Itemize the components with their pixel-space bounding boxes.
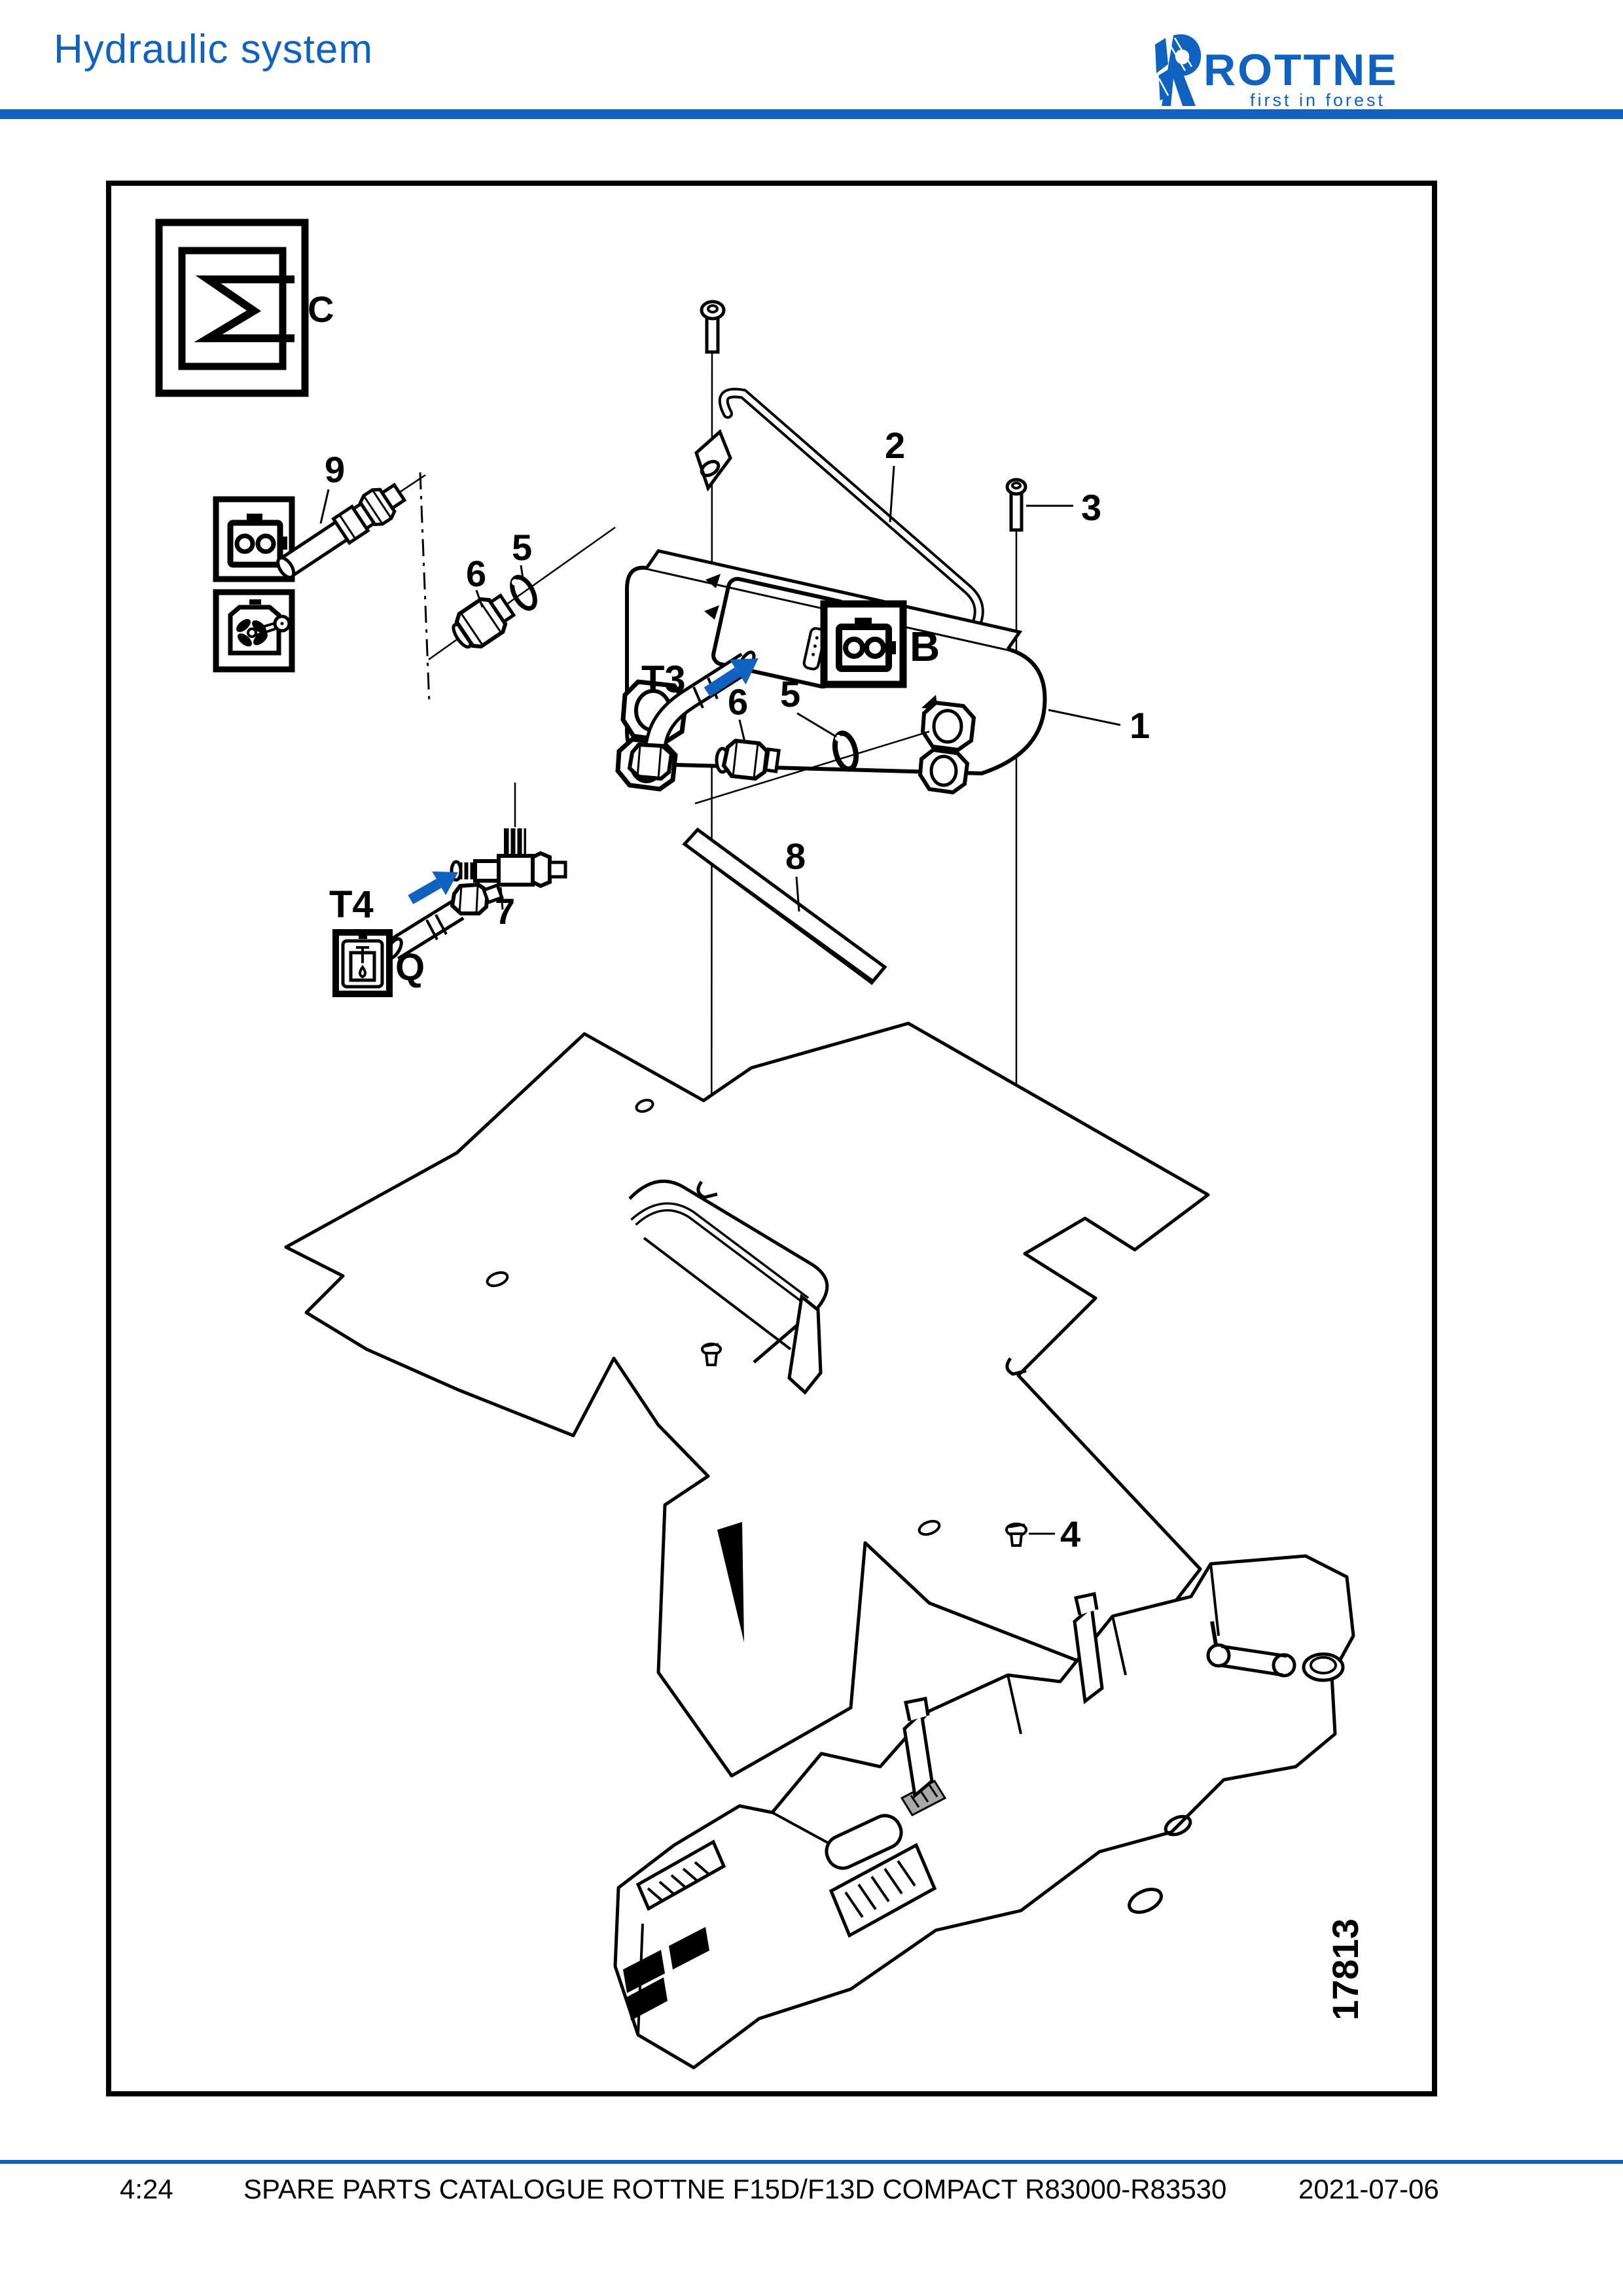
- rottne-logo-tagline: first in forest: [1249, 90, 1385, 110]
- footer-date: 2021-07-06: [1298, 2174, 1439, 2204]
- part-8-seal-strip: [682, 827, 887, 985]
- part-7-elbow-fitting: [450, 828, 567, 889]
- callout-3: 3: [1081, 487, 1101, 528]
- chassis-assembly: [613, 1522, 1355, 2070]
- part-5-snap-ring-lower: [832, 730, 859, 772]
- callout-Q: Q: [395, 946, 425, 989]
- callout-C: C: [308, 289, 334, 330]
- callout-8: 8: [785, 836, 806, 877]
- callout-T3: T3: [641, 658, 686, 701]
- blue-direction-arrow-icon-t4: [408, 871, 459, 904]
- radiator-fan-icon: [213, 589, 295, 673]
- leader-1: [1048, 709, 1121, 726]
- part-6-fitting-upper: [452, 593, 516, 649]
- footer-divider-line: [0, 2160, 1623, 2164]
- callout-T4: T4: [329, 883, 374, 926]
- rottne-logo-emblem-icon: [1155, 34, 1202, 107]
- floor-plate: [284, 1021, 1210, 1778]
- plate-clip-left: [696, 1180, 718, 1199]
- callout-2: 2: [885, 425, 905, 466]
- part-4-screw: [1005, 1523, 1027, 1547]
- leader-5-upper: [520, 565, 524, 579]
- push-pin-screw-left: [701, 1343, 722, 1366]
- leader-5-lower: [796, 712, 837, 738]
- strap-mounting-bolt: [700, 300, 726, 354]
- callout-5-lower: 5: [780, 673, 800, 715]
- footer-page-number: 4:24: [120, 2174, 173, 2204]
- connector-plug-icon: [213, 496, 295, 582]
- callout-6-upper: 6: [466, 553, 486, 594]
- header-divider-bar: [0, 109, 1623, 119]
- part-3-bolt: [1005, 478, 1027, 532]
- part-6-fitting-lower: [715, 738, 781, 781]
- oil-level-icon: [332, 929, 393, 997]
- callout-5-upper: 5: [512, 527, 532, 568]
- callout-1: 1: [1130, 705, 1150, 746]
- projection-dash-line: [419, 472, 431, 705]
- t4-hose: [385, 882, 504, 961]
- leader-8: [795, 876, 800, 912]
- leader-6-upper: [475, 590, 484, 608]
- callout-B: B: [910, 623, 940, 670]
- callout-4: 4: [1060, 1513, 1080, 1555]
- page-title: Hydraulic system: [54, 27, 373, 72]
- callout-9: 9: [325, 449, 345, 490]
- diagram-frame: [106, 181, 1437, 2096]
- heat-exchanger-icon: [155, 219, 309, 397]
- part-9-hose-fitting: [276, 482, 407, 580]
- location-wedge-arrow: [717, 1522, 744, 1642]
- part6b-axis-line: [694, 730, 930, 805]
- callout-6-lower: 6: [728, 681, 748, 722]
- leader-2: [889, 465, 895, 523]
- leader-9: [319, 489, 330, 524]
- rottne-logo: ROTTNE first in forest: [1149, 33, 1423, 111]
- rottne-logo-wordmark: ROTTNE: [1204, 45, 1399, 95]
- figure-number: 17813: [1325, 1918, 1366, 2021]
- connector-plug-icon-b: [820, 600, 907, 688]
- plate-clip-right: [1005, 1357, 1027, 1376]
- blue-direction-arrow-icon-t3: [704, 658, 758, 697]
- leader-6-lower: [738, 719, 746, 743]
- footer-catalogue-title: SPARE PARTS CATALOGUE ROTTNE F15D/F13D C…: [243, 2174, 1227, 2204]
- part-5-snap-ring-upper: [510, 574, 537, 611]
